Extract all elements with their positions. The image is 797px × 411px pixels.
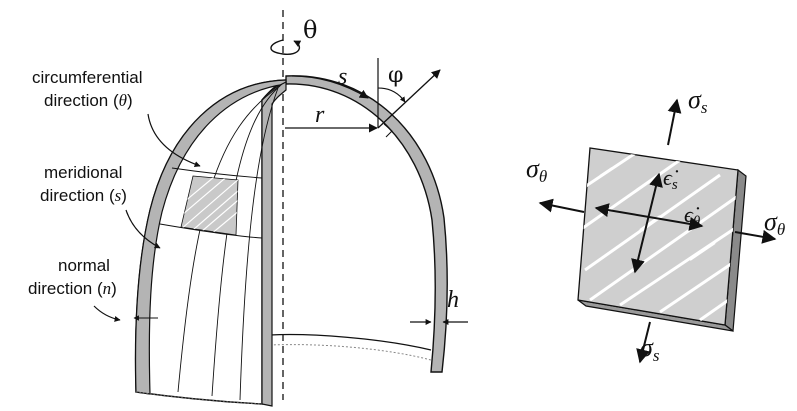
sigma-theta-right-label: σθ: [764, 207, 785, 239]
radius-label: r: [315, 102, 325, 128]
parallel-line: [171, 167, 263, 179]
sigma-s-top-arrow: [667, 98, 682, 146]
normal-label-line2: direction (n): [28, 279, 117, 298]
sigma-s-top-label: σs: [688, 85, 708, 117]
shell-bottom-inner: [269, 344, 432, 361]
sigma-s-bottom-arrow: [636, 321, 651, 364]
meridional-leader: [125, 209, 161, 249]
rotation-arrow-icon: [270, 39, 302, 55]
meridional-label-line2: direction (s): [40, 186, 127, 205]
sigma-s-bottom-label: σs: [640, 333, 660, 365]
phi-angle-arc: [377, 87, 406, 103]
shell-base-edge: [135, 391, 263, 405]
shell-right-wall: [285, 75, 448, 373]
circumferential-label-line2: direction (θ): [44, 91, 133, 110]
circumferential-label-line1: circumferential: [32, 68, 143, 87]
shell-bottom-rim: [269, 333, 432, 351]
normal-label-line1: normal: [58, 256, 110, 275]
parallel-line: [159, 223, 263, 239]
sigma-theta-right-arrow: [734, 229, 777, 244]
normal-leader: [93, 305, 121, 322]
circumferential-leader: [147, 113, 201, 168]
meridional-label-line1: meridional: [44, 163, 122, 182]
theta-axis-label: θ: [303, 16, 317, 44]
shell-cut-face: [261, 81, 287, 407]
normal-vector-arrow: [377, 69, 441, 129]
sigma-theta-left-arrow: [538, 198, 585, 213]
meridian-line: [239, 87, 279, 401]
right-angle-mark: [383, 123, 393, 138]
arc-length-arrow: [291, 75, 369, 99]
arc-length-label: s: [338, 64, 347, 90]
surface-element-patch: [180, 175, 239, 236]
phi-label: φ: [388, 63, 403, 88]
strain-rate-theta-arrow: [594, 203, 704, 231]
thickness-label: h: [447, 287, 459, 313]
sigma-theta-left-label: σθ: [526, 154, 547, 186]
